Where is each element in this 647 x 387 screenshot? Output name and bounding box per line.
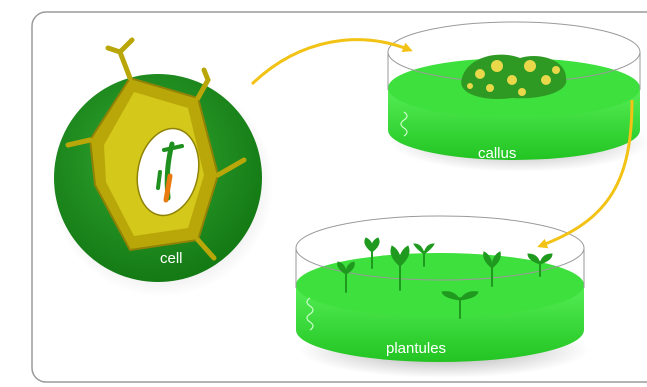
callus-clump bbox=[461, 55, 566, 99]
cell-label: cell bbox=[160, 250, 183, 267]
plantules-label: plantules bbox=[386, 340, 446, 357]
callus-label: callus bbox=[478, 145, 516, 162]
